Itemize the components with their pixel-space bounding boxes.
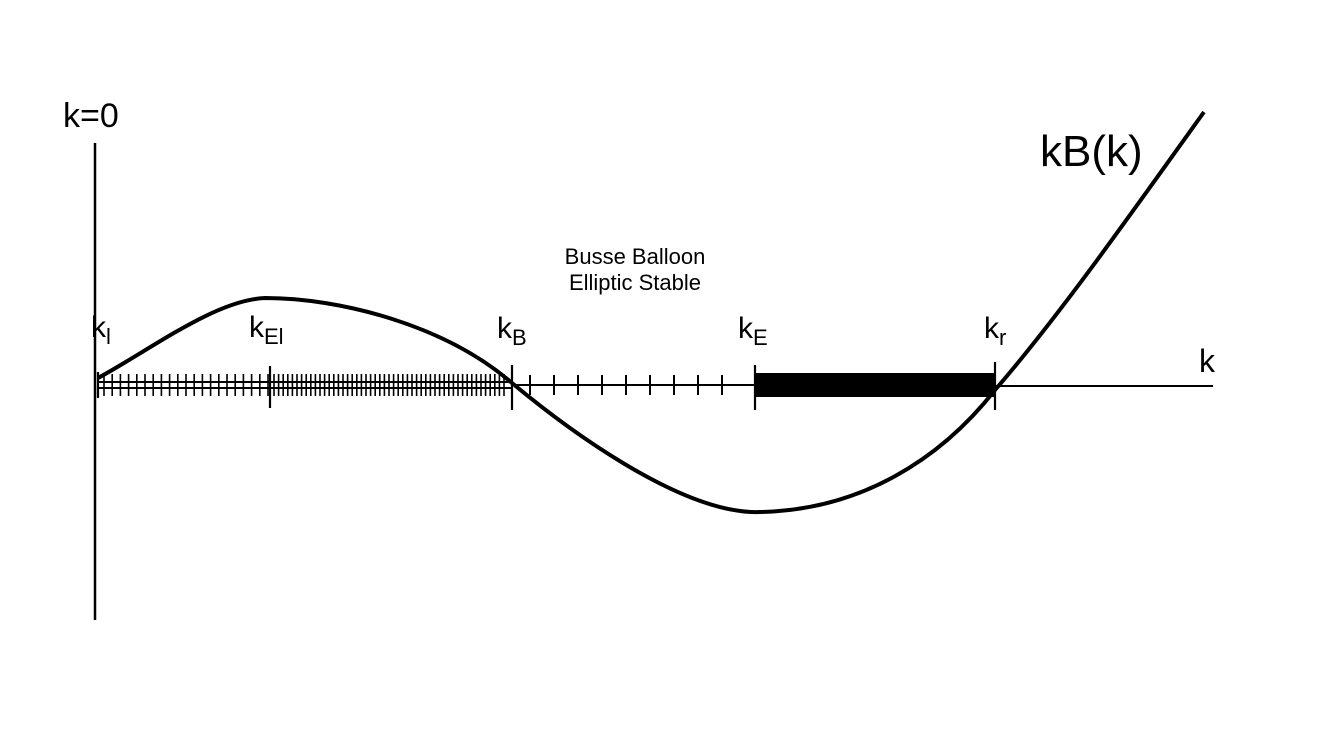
marker-label-kEl: kEl — [249, 311, 284, 349]
kB-curve — [97, 110, 1206, 515]
sparse-hatched-band — [512, 375, 755, 395]
marker-label-kl: kl — [91, 311, 111, 349]
marker-ticks — [96, 362, 997, 410]
curve-label: kB(k) — [1040, 127, 1143, 176]
vertical-axis-label: k=0 — [63, 97, 119, 135]
marker-label-kB: kB — [497, 312, 527, 350]
region-title-line-1: Busse Balloon — [564, 244, 706, 269]
dense-hatched-band — [98, 374, 512, 396]
solid-band — [755, 373, 995, 397]
marker-label-kr: kr — [984, 312, 1007, 350]
horizontal-axis-label: k — [1199, 343, 1215, 379]
marker-label-kE: kE — [738, 312, 768, 350]
region-title: Busse Balloon Elliptic Stable — [530, 244, 740, 296]
region-title-line-2: Elliptic Stable — [568, 270, 702, 295]
